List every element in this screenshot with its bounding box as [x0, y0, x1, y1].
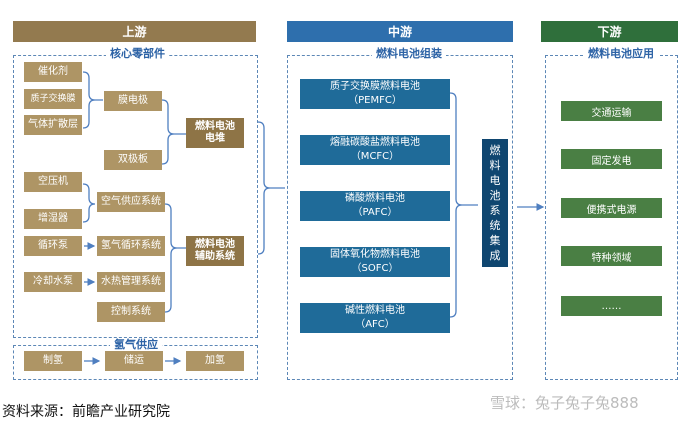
control-system-box: 控制系统 — [97, 302, 165, 322]
downstream-header: 下游 — [541, 21, 678, 42]
h2-storage-box: 储运 — [105, 351, 163, 371]
cell-name: 碱性燃料电池 — [345, 305, 405, 316]
cell-pafc: 磷酸燃料电池 （PAFC） — [300, 191, 450, 221]
watermark: 雪球：兔子兔子兔888 — [490, 394, 639, 412]
midstream-header: 中游 — [287, 21, 513, 42]
mea-box: 膜电极 — [104, 91, 162, 111]
hydrogen-supply-title: 氢气供应 — [110, 338, 162, 352]
app-stationary-power: 固定发电 — [561, 149, 662, 169]
cooling-pump-box: 冷却水泵 — [24, 272, 82, 292]
thermal-mgmt-box: 水热管理系统 — [97, 272, 165, 292]
cell-name: 熔融碳酸盐燃料电池 — [330, 137, 420, 148]
app-transport: 交通运输 — [561, 101, 662, 121]
cell-sofc: 固体氧化物燃料电池 （SOFC） — [300, 247, 450, 277]
integration-char: 统 — [489, 219, 501, 232]
circulation-pump-box: 循环泵 — [24, 236, 82, 256]
cell-abbr: （PAFC） — [352, 207, 398, 218]
cell-afc: 碱性燃料电池 （AFC） — [300, 303, 450, 333]
proton-membrane-box: 质子交换膜 — [24, 89, 82, 109]
integration-char: 成 — [489, 249, 501, 262]
bracket-upstream — [257, 121, 285, 255]
cell-pemfc: 质子交换膜燃料电池 （PEMFC） — [300, 79, 450, 109]
hydrogen-circulation-box: 氢气循环系统 — [97, 236, 165, 256]
cell-name: 固体氧化物燃料电池 — [330, 249, 420, 260]
applications-title: 燃料电池应用 — [584, 47, 658, 61]
cell-abbr: （SOFC） — [351, 263, 399, 274]
gas-diffusion-box: 气体扩散层 — [24, 115, 82, 135]
integration-char: 料 — [489, 159, 501, 172]
midstream-header-label: 中游 — [387, 25, 412, 39]
cell-abbr: （MCFC） — [350, 151, 400, 162]
integration-char: 燃 — [489, 144, 501, 157]
assembly-title: 燃料电池组装 — [372, 47, 446, 61]
core-parts-title: 核心零部件 — [106, 47, 169, 61]
integration-char: 集 — [489, 234, 501, 247]
humidifier-box: 增湿器 — [24, 209, 82, 229]
air-supply-box: 空气供应系统 — [97, 192, 165, 212]
integration-char: 池 — [489, 189, 501, 202]
app-special-fields: 特种领域 — [561, 246, 662, 266]
air-compressor-box: 空压机 — [24, 172, 82, 192]
bipolar-plate-box: 双极板 — [104, 150, 162, 170]
catalyst-box: 催化剂 — [24, 62, 82, 82]
cell-name: 磷酸燃料电池 — [345, 193, 405, 204]
integration-char: 电 — [489, 174, 501, 187]
upstream-header: 上游 — [13, 21, 256, 42]
source-note: 资料来源：前瞻产业研究院 — [2, 404, 170, 420]
upstream-header-label: 上游 — [122, 25, 147, 39]
cell-mcfc: 熔融碳酸盐燃料电池 （MCFC） — [300, 135, 450, 165]
system-integration-box: 燃 料 电 池 系 统 集 成 — [482, 139, 508, 267]
stack-box: 燃料电池 电堆 — [186, 118, 244, 148]
downstream-header-label: 下游 — [597, 25, 622, 39]
integration-char: 系 — [489, 204, 501, 217]
app-more: …… — [561, 296, 662, 316]
cell-abbr: （PEMFC） — [348, 95, 402, 106]
app-portable-power: 便携式电源 — [561, 198, 662, 218]
h2-refuel-box: 加氢 — [186, 351, 244, 371]
cell-abbr: （AFC） — [355, 319, 395, 330]
cell-name: 质子交换膜燃料电池 — [330, 81, 420, 92]
aux-system-box: 燃料电池 辅助系统 — [186, 236, 244, 266]
h2-production-box: 制氢 — [24, 351, 82, 371]
